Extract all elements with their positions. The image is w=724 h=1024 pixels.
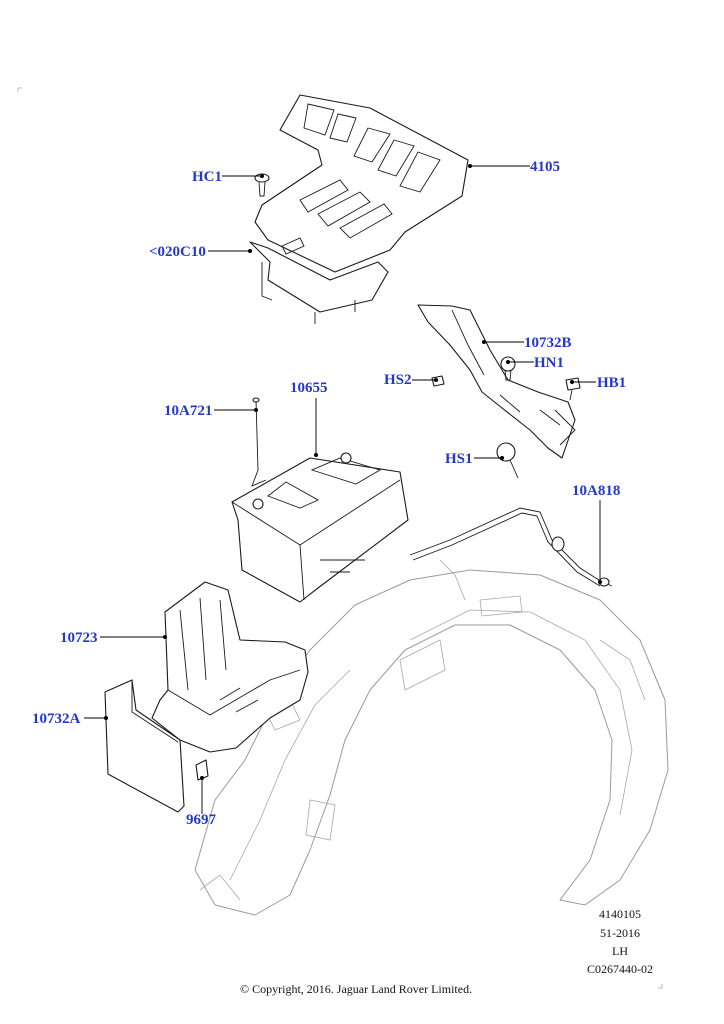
battery — [231, 452, 409, 603]
callout-10732b: 10732B — [524, 335, 572, 351]
battery-cover — [254, 94, 469, 273]
callout-4105: 4105 — [530, 159, 560, 175]
copyright-notice: © Copyright, 2016. Jaguar Land Rover Lim… — [240, 982, 473, 996]
battery-tray-upper — [249, 241, 389, 324]
reference-number: 4140105 — [599, 907, 641, 921]
frame-corner-marks — [17, 87, 663, 989]
leader-lines — [84, 164, 602, 814]
grommet-9697 — [195, 759, 209, 781]
callout-9697: 9697 — [186, 812, 216, 828]
callout-10723: 10723 — [60, 630, 98, 646]
battery-tray-10723 — [151, 581, 309, 753]
screw-hs2 — [431, 375, 445, 387]
battery-bracket-10732b — [417, 304, 576, 459]
callout-hs1: HS1 — [445, 451, 473, 467]
callout-hn1: HN1 — [534, 355, 564, 371]
callout-020c10: <020C10 — [149, 244, 206, 260]
callout-hb1: HB1 — [597, 375, 627, 391]
callout-10732a: 10732A — [32, 711, 81, 727]
reference-illustration-id: C0267440-02 — [587, 962, 653, 976]
wheel-arch-liner — [194, 559, 669, 916]
tray-bracket-10732a — [104, 679, 185, 813]
reference-date-code: 51-2016 — [600, 926, 640, 940]
bolt-hb1 — [565, 377, 581, 401]
callout-hc1: HC1 — [192, 169, 222, 185]
vent-tube-10a721 — [251, 397, 267, 487]
screw-hs1 — [496, 442, 519, 479]
callout-10a721: 10A721 — [164, 403, 213, 419]
reference-side: LH — [612, 944, 628, 958]
callout-hs2: HS2 — [384, 372, 412, 388]
callout-10655: 10655 — [290, 380, 328, 396]
vent-tube-10a818 — [409, 507, 613, 587]
callout-10a818: 10A818 — [572, 483, 621, 499]
